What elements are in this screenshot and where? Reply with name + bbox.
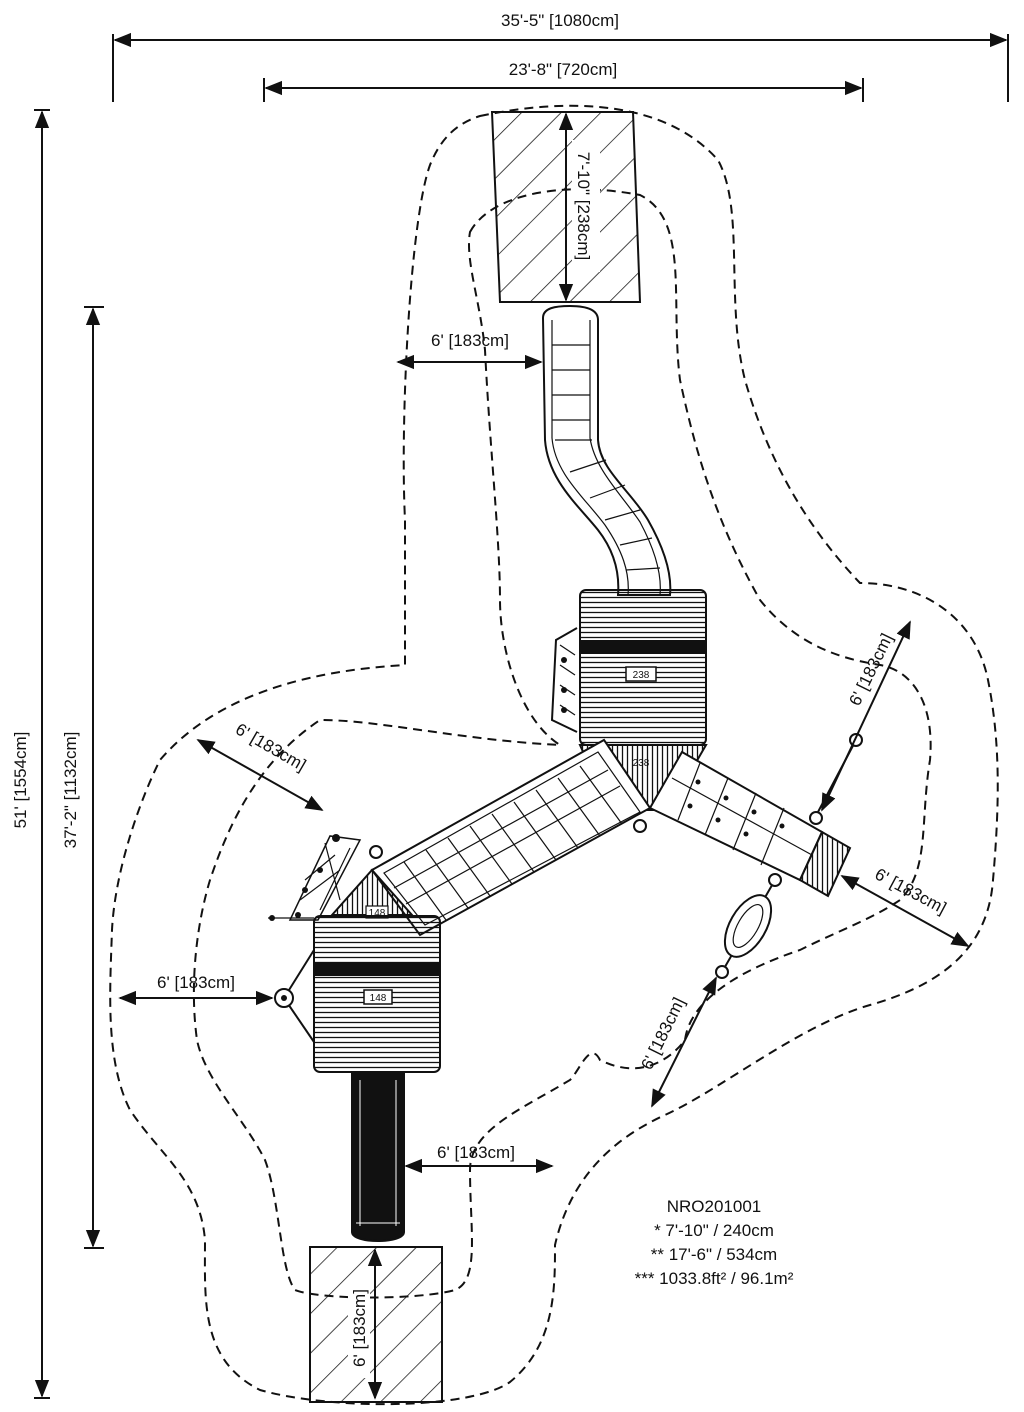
overall-height-dimension: 51' [1554cm] bbox=[11, 109, 50, 1399]
right-mid-clearance-dimension: 6' [183cm] bbox=[840, 864, 970, 947]
bottom-zone-dimension: 6' [183cm] bbox=[348, 1248, 383, 1400]
product-info-block: NRO201001 * 7'-10" / 240cm ** 17'-6" / 5… bbox=[635, 1197, 794, 1288]
swing-clearance-label: 6' [183cm] bbox=[637, 994, 688, 1072]
diagonal-bridge bbox=[369, 738, 652, 937]
swing-seat bbox=[715, 873, 782, 979]
right-end-platform bbox=[798, 811, 852, 898]
upper-climbing-net bbox=[550, 627, 578, 733]
left-clearance-dimension: 6' [183cm] bbox=[118, 973, 274, 1006]
slide-clearance-label: 6' [183cm] bbox=[431, 331, 509, 350]
top-zone-dimension: 7'-10" [238cm] bbox=[558, 112, 600, 302]
top-zone-label: 7'-10" [238cm] bbox=[574, 152, 593, 261]
overall-height-label: 51' [1554cm] bbox=[11, 732, 30, 829]
left-clearance-label: 6' [183cm] bbox=[157, 973, 235, 992]
inner-height-label: 37'-2" [1132cm] bbox=[61, 732, 80, 849]
top-curved-slide bbox=[541, 304, 672, 596]
lower-deck-top-number: 148 bbox=[369, 908, 386, 919]
right-bridge bbox=[648, 750, 824, 882]
slide-clearance-dimension: 6' [183cm] bbox=[396, 331, 543, 370]
lower-deck-number: 148 bbox=[370, 993, 387, 1004]
overall-height: ** 17'-6" / 534cm bbox=[651, 1245, 777, 1264]
bottom-slide-clearance-dimension: 6' [183cm] bbox=[404, 1143, 554, 1174]
upper-deck-number: 238 bbox=[633, 670, 650, 681]
swing-clearance-dimension: 6' [183cm] bbox=[637, 976, 717, 1108]
bottom-slide-clearance-label: 6' [183cm] bbox=[437, 1143, 515, 1162]
inner-height-dimension: 37'-2" [1132cm] bbox=[61, 306, 104, 1249]
use-zone-area: *** 1033.8ft² / 96.1m² bbox=[635, 1269, 794, 1288]
fall-height: * 7'-10" / 240cm bbox=[654, 1221, 774, 1240]
right-upper-clearance-dimension: 6' [183cm] bbox=[821, 620, 911, 812]
right-upper-clearance-label: 6' [183cm] bbox=[845, 630, 896, 708]
upper-deck-stair-number: 238 bbox=[633, 758, 650, 769]
model-number: NRO201001 bbox=[667, 1197, 762, 1216]
lower-tower-deck: 148 148 bbox=[313, 868, 441, 1073]
bottom-straight-slide bbox=[351, 1071, 405, 1242]
inner-safety-zone-outline bbox=[192, 188, 932, 1299]
inner-width-dimension: 23'-8" [720cm] bbox=[263, 58, 864, 102]
bottom-zone-label: 6' [183cm] bbox=[350, 1289, 369, 1367]
overall-width-label: 35'-5" [1080cm] bbox=[501, 11, 619, 30]
lower-climbing-net bbox=[268, 834, 362, 921]
overall-width-dimension: 35'-5" [1080cm] bbox=[112, 8, 1009, 102]
left-steering-wheel bbox=[274, 949, 315, 1043]
inner-width-label: 23'-8" [720cm] bbox=[509, 60, 618, 79]
outer-safety-zone-outline bbox=[109, 104, 999, 1406]
